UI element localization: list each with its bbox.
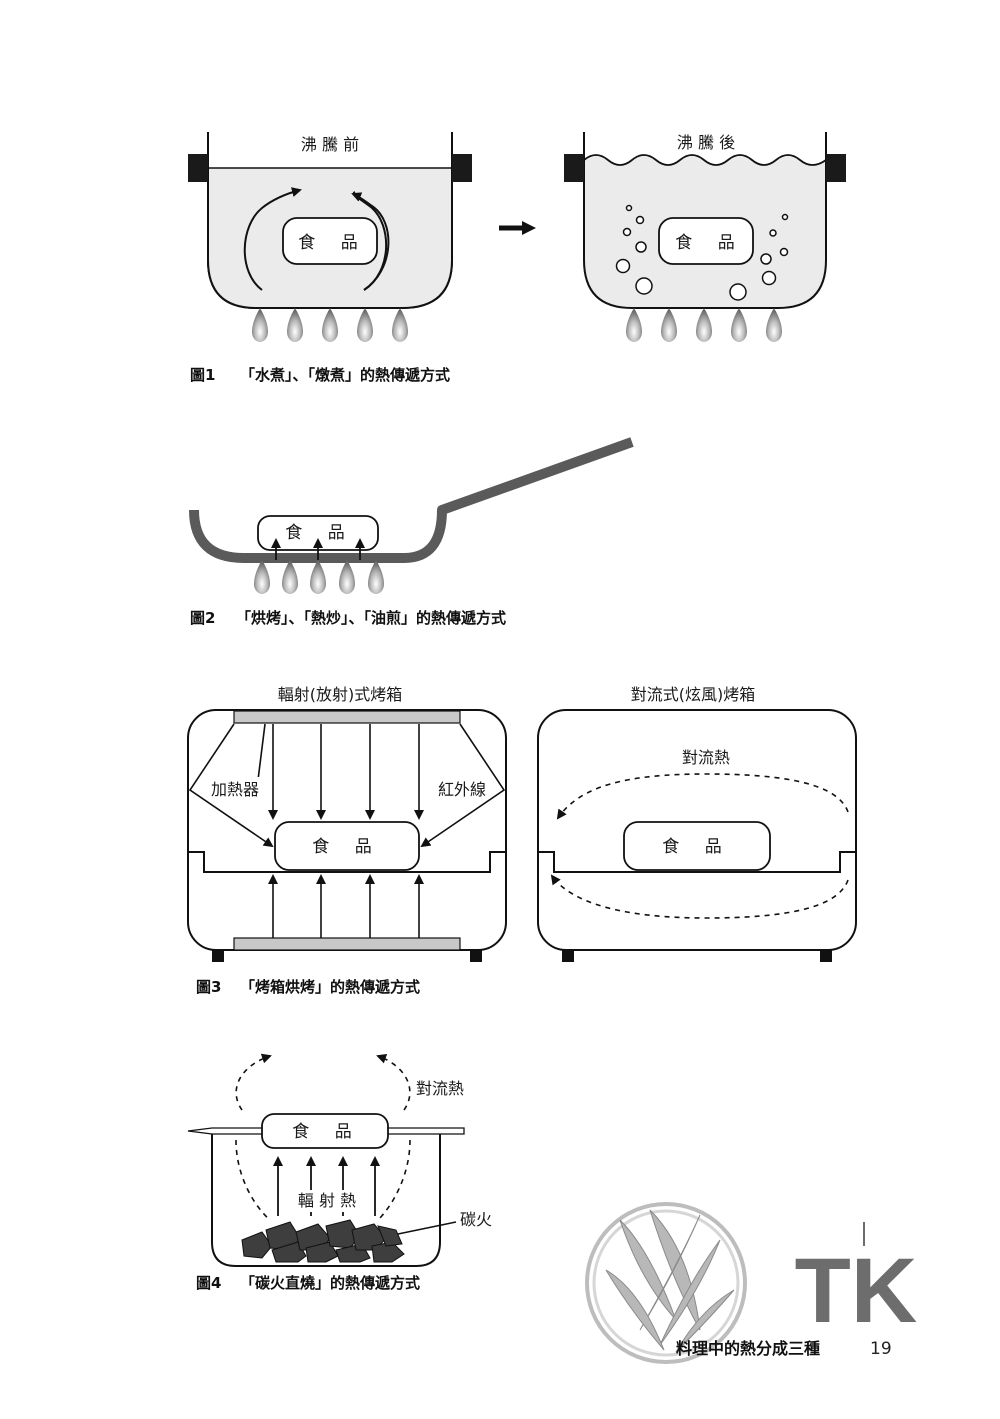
- bamboo-leaves: [605, 1209, 735, 1353]
- food-label: 食 品: [662, 837, 731, 857]
- figure-3-number: 圖3: [196, 978, 221, 996]
- chapter-title: 料理中的熱分成三種: [676, 1339, 820, 1358]
- figure-4-caption: 「碳火直燒」的熱傳遞方式: [240, 1274, 420, 1292]
- convection-heat-label: 對流熱: [416, 1079, 464, 1098]
- top-heater: [233, 710, 461, 724]
- radiant-oven-title: 輻射(放射)式烤箱: [278, 685, 403, 704]
- pot-after-boiling: 沸 騰 後 食 品: [564, 132, 846, 342]
- convection-arrow-right: [376, 1053, 411, 1111]
- heat-arrows: [271, 538, 365, 560]
- burner-flames: [252, 308, 408, 342]
- oven-tray: [189, 851, 505, 873]
- radiant-oven: 輻射(放射)式烤箱 食 品: [187, 685, 507, 962]
- page-number: 19: [870, 1339, 892, 1359]
- convection-oven: 對流式(炫風)烤箱 食 品 對流熱: [537, 685, 857, 962]
- food-box: [261, 1113, 389, 1149]
- food-box: [623, 821, 771, 871]
- convection-arrow-left: [243, 187, 302, 291]
- convection-arrow-top: [556, 773, 849, 820]
- label-after-boiling: 沸 騰 後: [677, 133, 735, 152]
- food-label: 食 品: [675, 233, 744, 253]
- burner-flames: [626, 308, 782, 342]
- food-label: 食 品: [285, 523, 354, 543]
- figure-1: 沸 騰 前 食 品 沸 騰 後 食 品: [188, 132, 846, 384]
- figure-3: 輻射(放射)式烤箱 食 品: [187, 685, 857, 996]
- figure-2-caption: 「烘烤」、「熱炒」、「油煎」的熱傳遞方式: [236, 609, 506, 627]
- figure-3-caption: 「烤箱烘烤」的熱傳遞方式: [240, 978, 420, 996]
- bottom-heater: [233, 937, 461, 951]
- bubbles: [615, 204, 789, 301]
- oven-tray: [539, 851, 855, 873]
- charcoal-label: 碳火: [460, 1210, 492, 1229]
- pot-before-boiling: 沸 騰 前 食 品: [188, 132, 472, 342]
- radiant-heat-label: 輻 射 熱: [298, 1191, 356, 1210]
- burner-flames: [254, 560, 384, 594]
- figure-4: 食 品 對流熱 輻 射 熱 碳火 圖4 「碳火直燒」的熱傳遞方式: [187, 1053, 492, 1292]
- food-box: [274, 821, 420, 871]
- label-before-boiling: 沸 騰 前: [301, 135, 359, 154]
- food-label: 食 品: [292, 1122, 361, 1142]
- food-box: [282, 217, 378, 265]
- pot-handle-left: [564, 154, 584, 182]
- publisher-logo: TK: [585, 1202, 918, 1364]
- grill-pot: [211, 1132, 441, 1267]
- food-box: [658, 217, 754, 265]
- frying-pan: [189, 437, 634, 563]
- convection-arrow-bottom: [550, 874, 849, 919]
- figure-1-caption: 「水煮」、「燉煮」的熱傳遞方式: [240, 366, 450, 384]
- heater-label: 加熱器: [211, 780, 259, 799]
- figure-2: 食 品 圖2 「烘烤」、「熱炒」、「油煎」的熱傳遞方式: [189, 437, 634, 627]
- convection-heat-label: 對流熱: [682, 748, 730, 767]
- charcoal-pieces: [241, 1219, 405, 1263]
- pot-handle-right: [826, 154, 846, 182]
- pot-handle-right: [452, 154, 472, 182]
- figure-4-number: 圖4: [196, 1274, 221, 1292]
- boiling-surface: [583, 154, 827, 166]
- convection-oven-title: 對流式(炫風)烤箱: [631, 685, 756, 704]
- infrared-label: 紅外線: [438, 780, 486, 799]
- convection-arrow-left: [235, 1053, 272, 1111]
- food-label: 食 品: [298, 233, 367, 253]
- figure-2-number: 圖2: [190, 609, 215, 627]
- logo-text: TK: [795, 1240, 918, 1342]
- pot-handle-left: [188, 154, 208, 182]
- figure-1-number: 圖1: [190, 366, 215, 384]
- food-label: 食 品: [312, 837, 381, 857]
